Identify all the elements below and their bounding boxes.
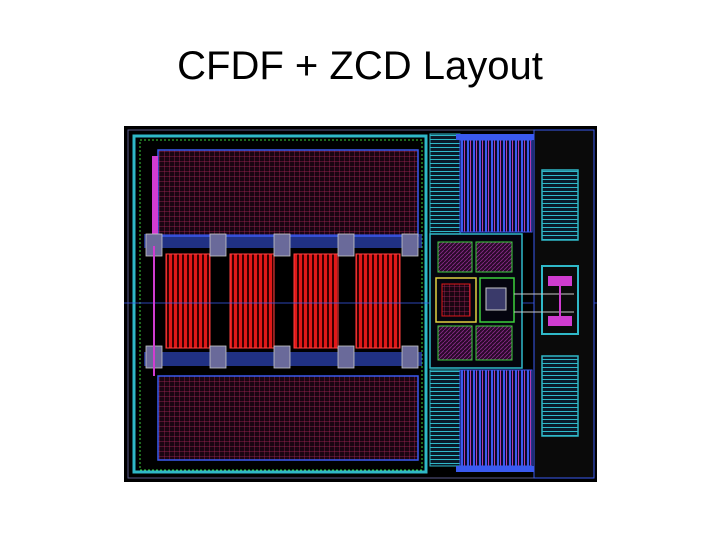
slide-title: CFDF + ZCD Layout [177, 44, 543, 88]
ic-layout-image [124, 126, 597, 482]
ic-layout-icon [124, 129, 597, 479]
